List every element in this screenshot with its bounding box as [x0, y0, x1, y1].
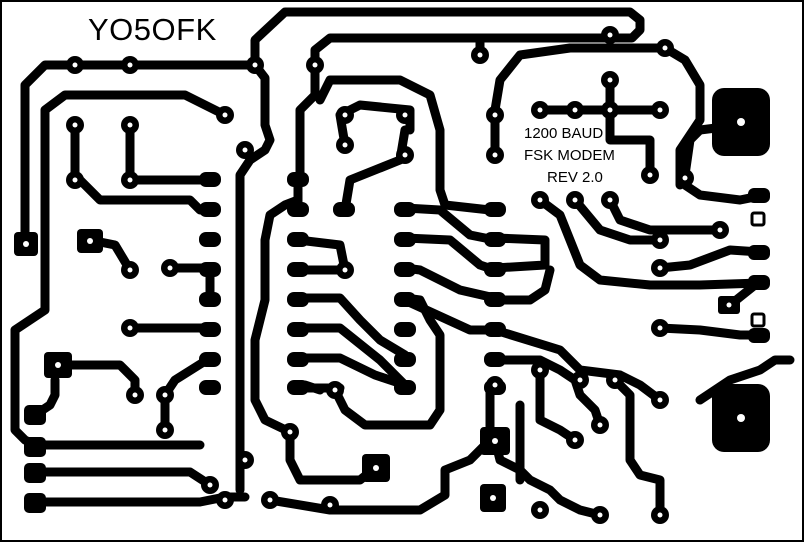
copper-traces [10, 7, 795, 520]
drill-holes [72, 32, 723, 518]
ic-pads [24, 172, 770, 513]
square-pads [14, 211, 766, 512]
component-pads [66, 26, 729, 524]
board-title-line-1: 1200 BAUD [524, 125, 604, 142]
board-title-line-2: FSK MODEM [524, 147, 615, 164]
callsign-label: YO5OFK [88, 12, 217, 47]
board-title-line-3: REV 2.0 [547, 169, 603, 186]
mounting-pads [712, 88, 770, 452]
